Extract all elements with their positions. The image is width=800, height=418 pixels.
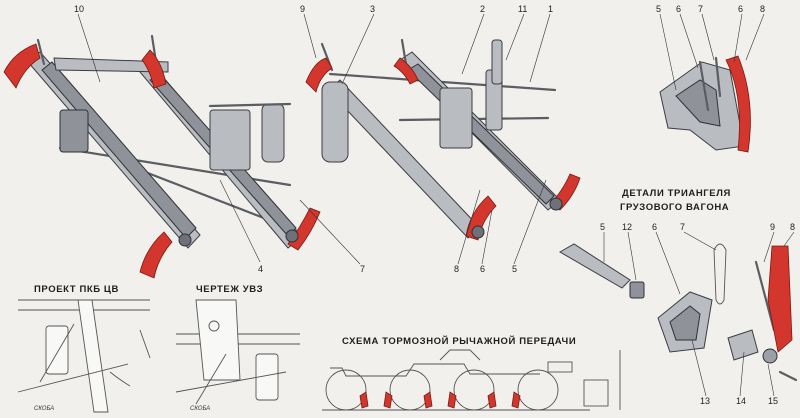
detail-label: 14	[736, 396, 746, 406]
middle-triangle-assembly	[305, 38, 581, 241]
callout-10: 10	[74, 4, 84, 14]
callout-3: 3	[370, 4, 375, 14]
caption-project: ПРОЕКТ ПКБ ЦВ	[34, 284, 119, 295]
detail-label: 7	[680, 222, 685, 232]
detail-top-labels: 5 6 7 6 8	[656, 4, 765, 14]
detail-label: 15	[768, 396, 778, 406]
detail-label: 9	[770, 222, 775, 232]
triangle-details	[558, 243, 798, 382]
callout-5: 5	[512, 264, 517, 274]
callout-11: 11	[518, 4, 527, 14]
detail-label: 6	[652, 222, 657, 232]
brake-shoe	[359, 391, 369, 409]
brake-shoe	[3, 43, 41, 89]
detail-label: 8	[760, 4, 765, 14]
detail-label: 5	[656, 4, 661, 14]
brake-shoe	[511, 391, 521, 409]
callout-9: 9	[300, 4, 305, 14]
brake-shoe	[767, 245, 793, 353]
brake-shoe	[447, 391, 457, 409]
leader-lines	[77, 13, 795, 397]
detail-label: 7	[698, 4, 703, 14]
callout-4: 4	[258, 264, 263, 274]
detail-label: 12	[622, 222, 632, 232]
brake-shoe	[725, 55, 751, 153]
detail-label: 6	[676, 4, 681, 14]
callouts: 10 9 3 2 11 1 4 7 8 6 5	[74, 4, 553, 274]
details-title-line2: ГРУЗОВОГО ВАГОНА	[620, 202, 729, 213]
top-right-detail	[659, 55, 751, 153]
brake-shoe	[305, 57, 333, 93]
project-drawing	[17, 299, 151, 413]
lever-scheme	[322, 349, 621, 411]
callout-8: 8	[454, 264, 459, 274]
uvz-drawing	[175, 299, 300, 405]
callout-6: 6	[480, 264, 485, 274]
brake-shoe	[393, 57, 419, 85]
label-skoba-1: СКОБА	[34, 406, 54, 412]
details-title-line1: ДЕТАЛИ ТРИАНГЕЛЯ	[622, 188, 731, 199]
callout-7: 7	[360, 264, 365, 274]
label-skoba-2: СКОБА	[190, 406, 210, 412]
brake-shoe	[487, 391, 497, 409]
caption-scheme: СХЕМА ТОРМОЗНОЙ РЫЧАЖНОЙ ПЕРЕДАЧИ	[342, 335, 576, 347]
brake-shoe	[383, 391, 393, 409]
brake-shoe	[423, 391, 433, 409]
brake-shoe	[139, 231, 173, 279]
left-triangle-assembly	[3, 34, 321, 279]
callout-2: 2	[480, 4, 485, 14]
detail-label: 13	[700, 396, 710, 406]
callout-1: 1	[548, 4, 553, 14]
brake-shoe	[141, 49, 167, 89]
detail-lower-labels: 5 12 6 7 9 8 13 14 15	[600, 222, 795, 406]
caption-drawing: ЧЕРТЕЖ УВЗ	[196, 284, 263, 295]
detail-label: 6	[738, 4, 743, 14]
detail-label: 5	[600, 222, 605, 232]
detail-label: 8	[790, 222, 795, 232]
